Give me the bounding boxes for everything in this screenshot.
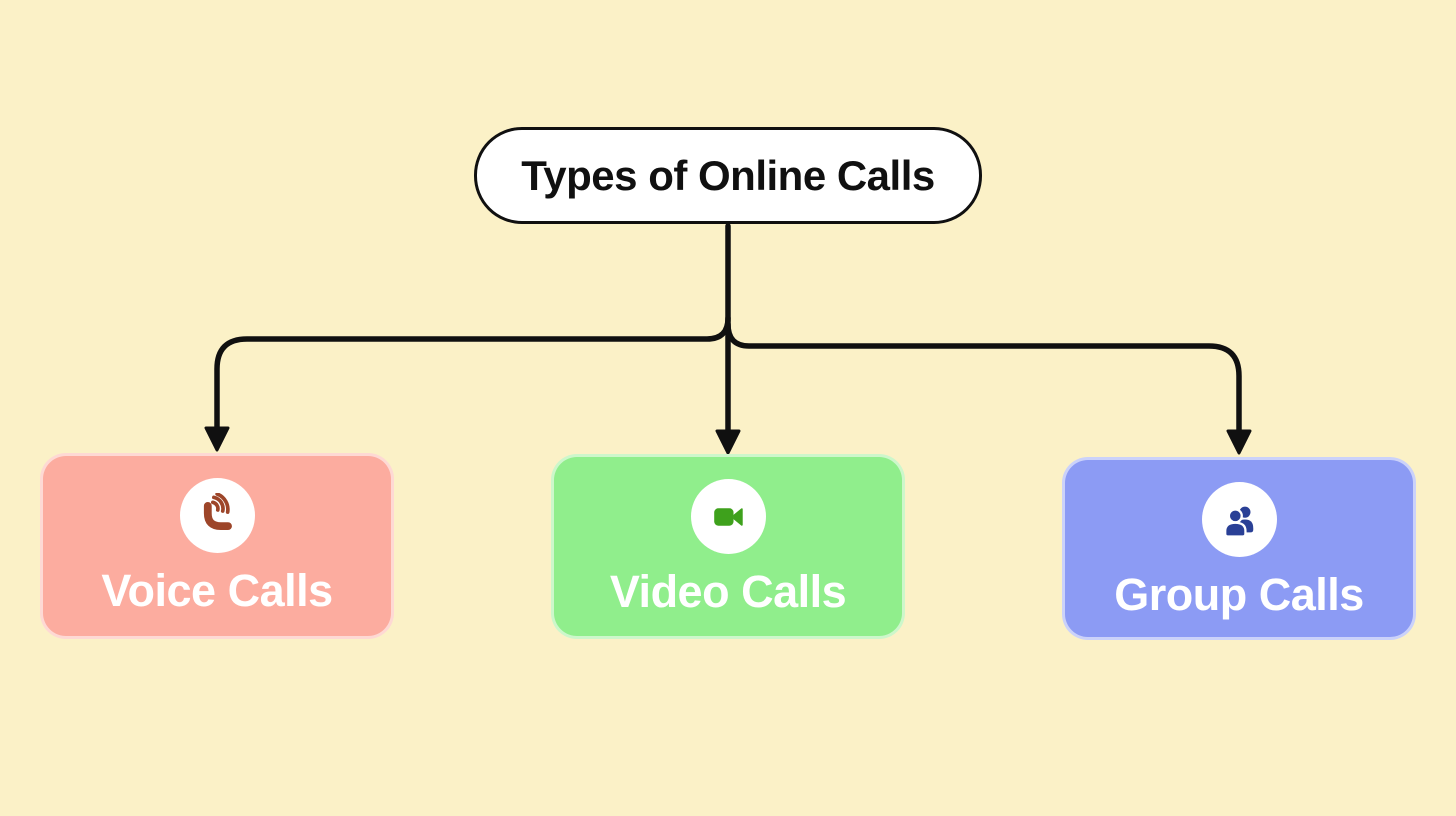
root-node-label: Types of Online Calls [521,151,935,199]
arrowhead-group-icon [1226,429,1252,455]
group-people-icon [1224,506,1254,538]
arrowhead-voice-icon [204,426,230,452]
node-label-voice-calls: Voice Calls [101,565,333,616]
connector-branch-to-voice [214,315,731,435]
connector-branch-to-group [725,321,1242,438]
arrowhead-video-icon [715,429,741,455]
voice-icon-circle [179,478,255,553]
node-label-video-calls: Video Calls [609,566,847,617]
node-video-calls: Video Calls [551,454,905,639]
phone-call-icon [203,492,232,530]
node-group-calls: Group Calls [1062,457,1416,640]
node-label-group-calls: Group Calls [1114,569,1364,620]
root-node-types-of-online-calls: Types of Online Calls [474,127,982,224]
video-icon-circle [690,479,766,554]
group-icon-circle [1201,482,1277,557]
node-voice-calls: Voice Calls [40,453,394,639]
video-camera-icon [714,507,743,526]
